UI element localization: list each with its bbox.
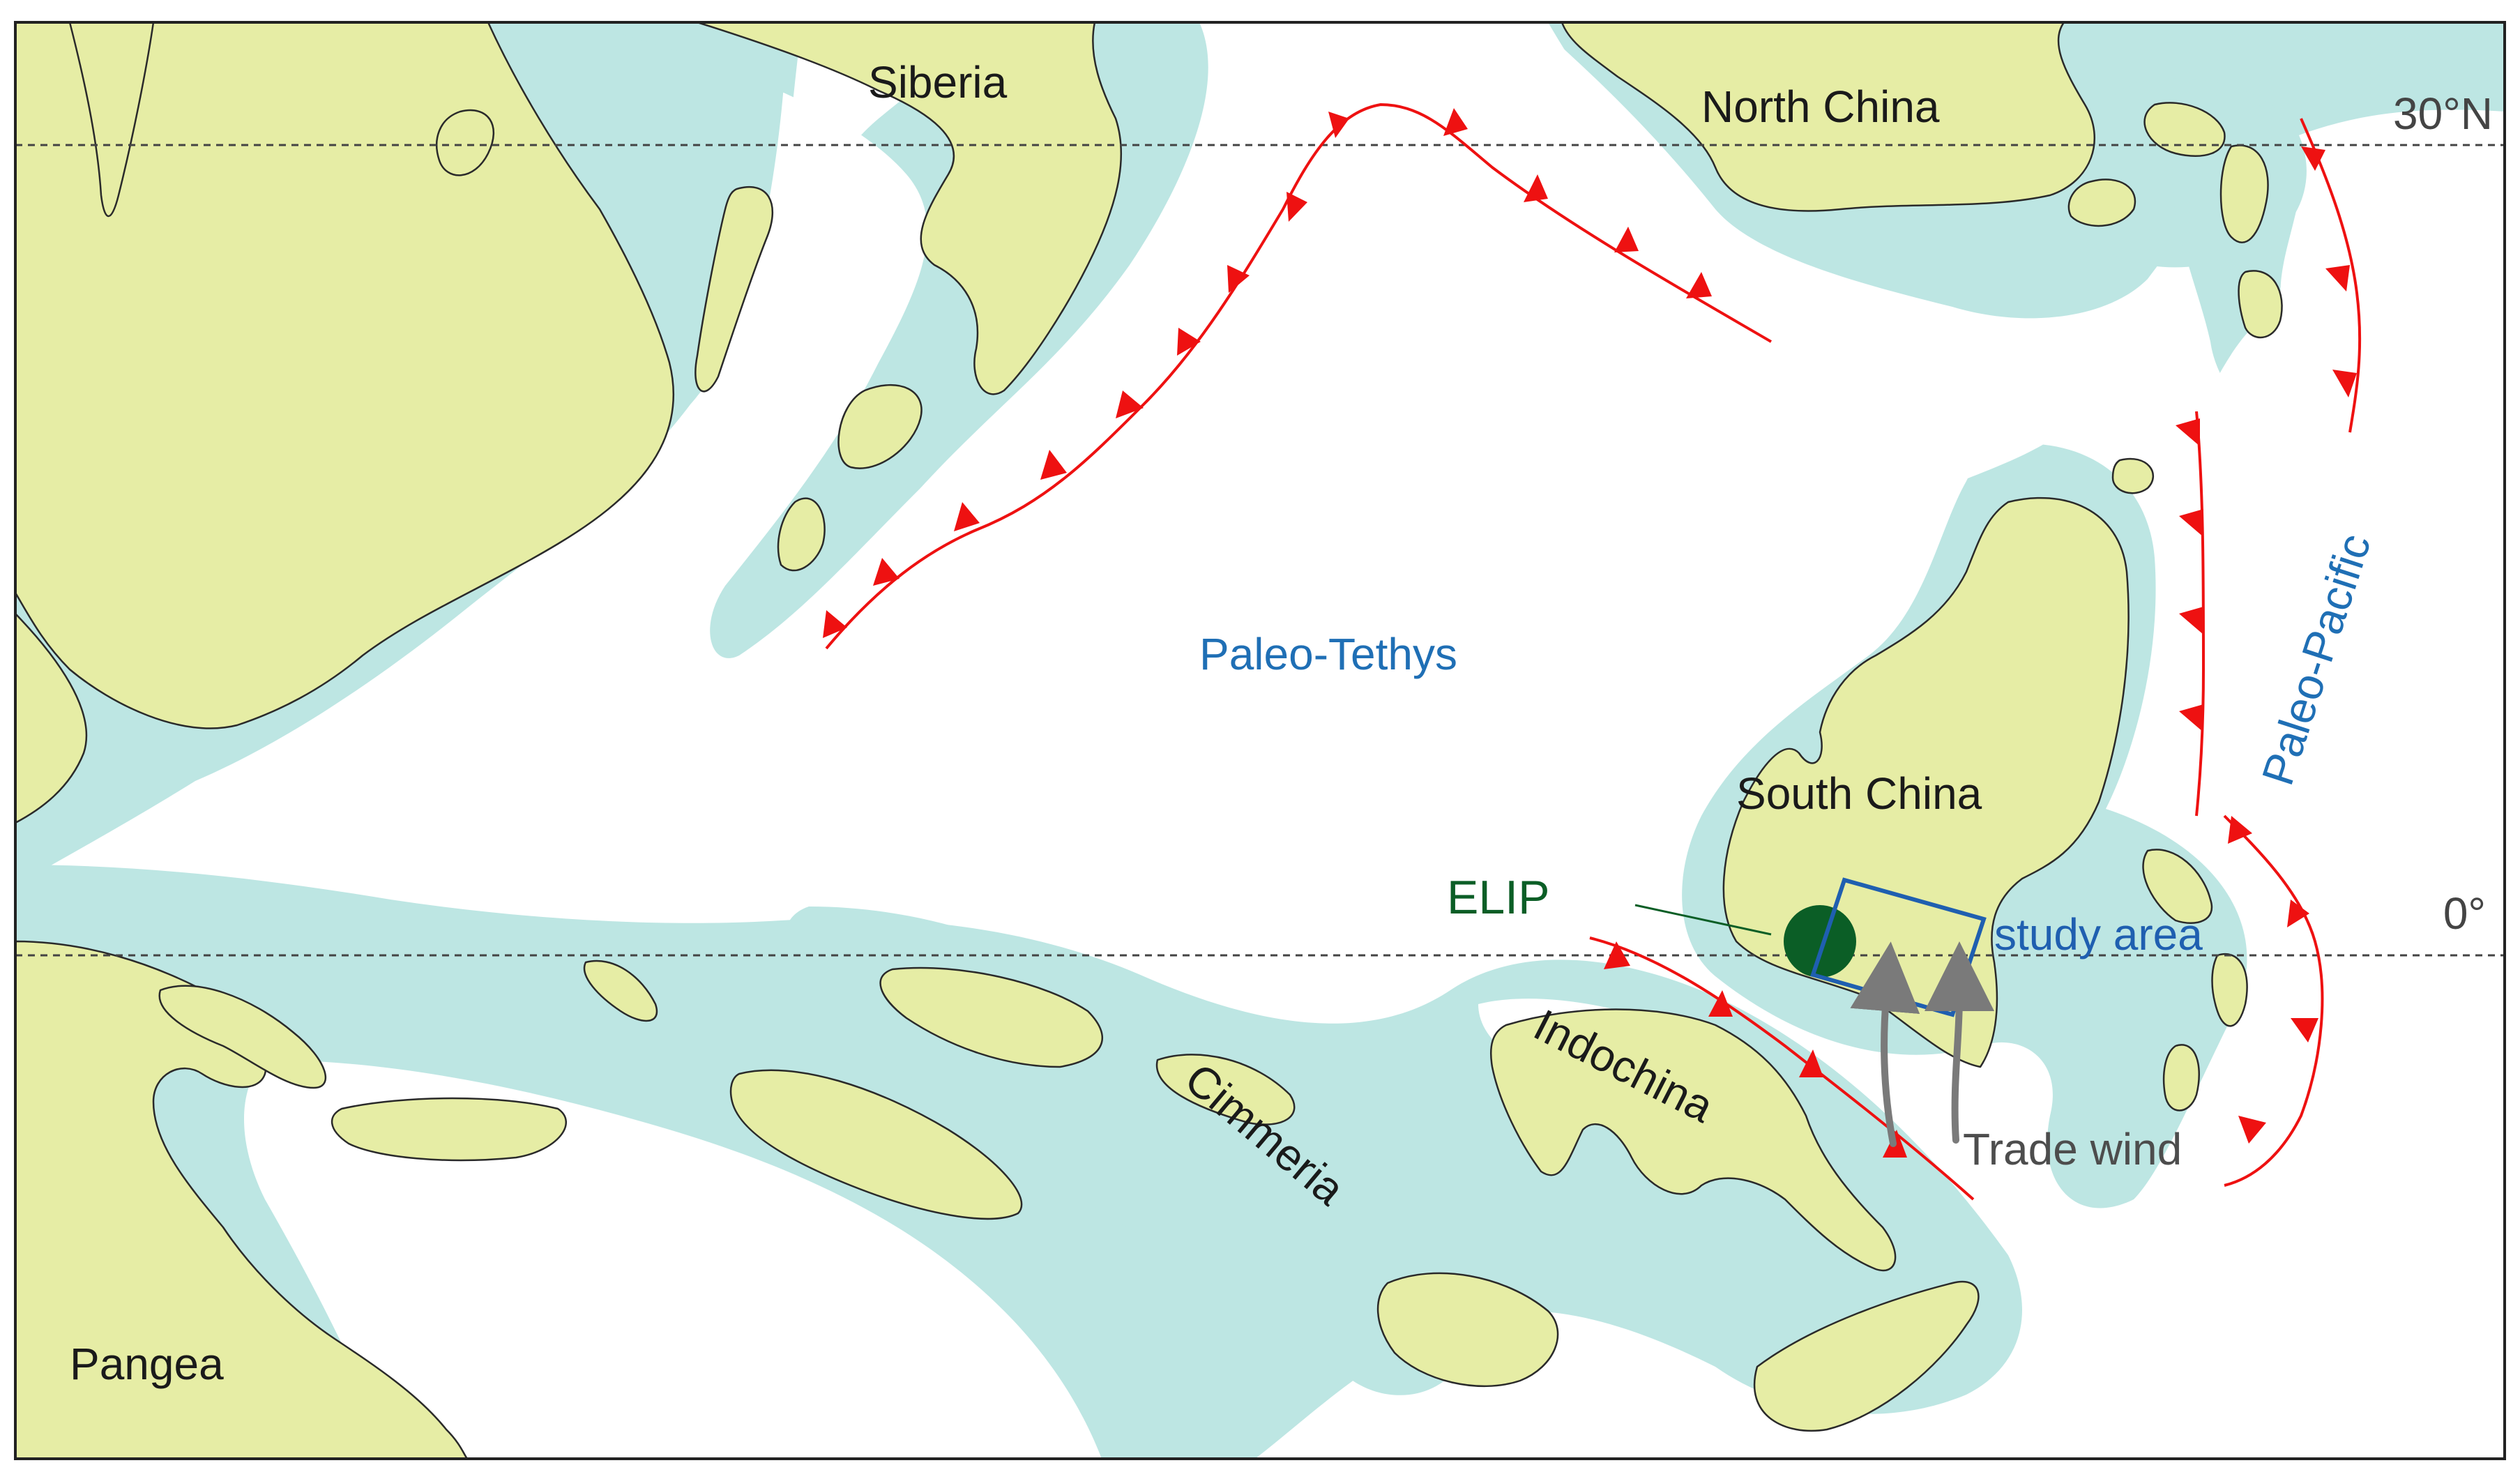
nw-strip: [14, 612, 88, 824]
latitude-lines: [15, 144, 2505, 957]
label-study-area: study area: [1994, 909, 2203, 960]
label-paleo-tethys: Paleo-Tethys: [1199, 629, 1457, 679]
study-area-box: [1810, 877, 1987, 1017]
ne-island: [2111, 457, 2155, 494]
cimmeria-block: [1155, 1054, 1296, 1125]
label-latitude-30n: 30°N: [2393, 89, 2493, 139]
cimmeria-block: [331, 1097, 567, 1162]
siberia-landmass: [696, 21, 1123, 395]
label-latitude-0: 0°: [2443, 888, 2486, 939]
cimmeria-block: [879, 966, 1103, 1068]
trade-wind-arrows: [1850, 941, 1994, 1147]
cimmeria-block: [729, 1069, 1023, 1220]
subduction-zone-east3: [2223, 814, 2324, 1187]
label-trade-wind: Trade wind: [1963, 1124, 2182, 1174]
north-china-landmass: [1561, 21, 2095, 212]
ne-island: [2219, 144, 2269, 243]
indochina-island: [1753, 1280, 1980, 1432]
ne-island: [2143, 102, 2226, 157]
label-north-china: North China: [1701, 82, 1940, 132]
nw-landmass: [14, 21, 674, 729]
map-frame: [14, 21, 2506, 1460]
se-island: [2162, 1044, 2200, 1112]
label-pangea: Pangea: [70, 1339, 224, 1389]
indochina-landmass: [1489, 1008, 1897, 1272]
cimmeria-block: [583, 960, 658, 1022]
trade-wind-arrow-1: [1850, 941, 1920, 1147]
trade-wind-arrow-2: [1924, 941, 1994, 1144]
siberia-island: [837, 384, 923, 469]
ne-island: [2067, 179, 2136, 227]
label-elip: ELIP: [1447, 871, 1549, 924]
label-siberia: Siberia: [868, 57, 1008, 107]
subduction-teeth: [823, 108, 2357, 1158]
nw-island: [68, 21, 155, 218]
elip-leader-line: [1634, 904, 1772, 936]
siberia-island: [777, 497, 826, 572]
nw-island: [694, 185, 774, 393]
ne-island: [2238, 270, 2283, 339]
subduction-zone-east1: [2300, 118, 2362, 433]
subduction-zone-east2: [2195, 411, 2206, 817]
nw-island: [436, 109, 495, 176]
landmasses: [14, 21, 2283, 1460]
label-south-china: South China: [1736, 768, 1982, 819]
se-island: [2142, 849, 2213, 924]
se-island: [2211, 953, 2248, 1027]
elip-marker: [1784, 905, 1856, 978]
subduction-zone-south: [1589, 936, 1975, 1201]
pangea-inner: [158, 985, 326, 1089]
cimmeria-block: [1376, 1272, 1559, 1388]
